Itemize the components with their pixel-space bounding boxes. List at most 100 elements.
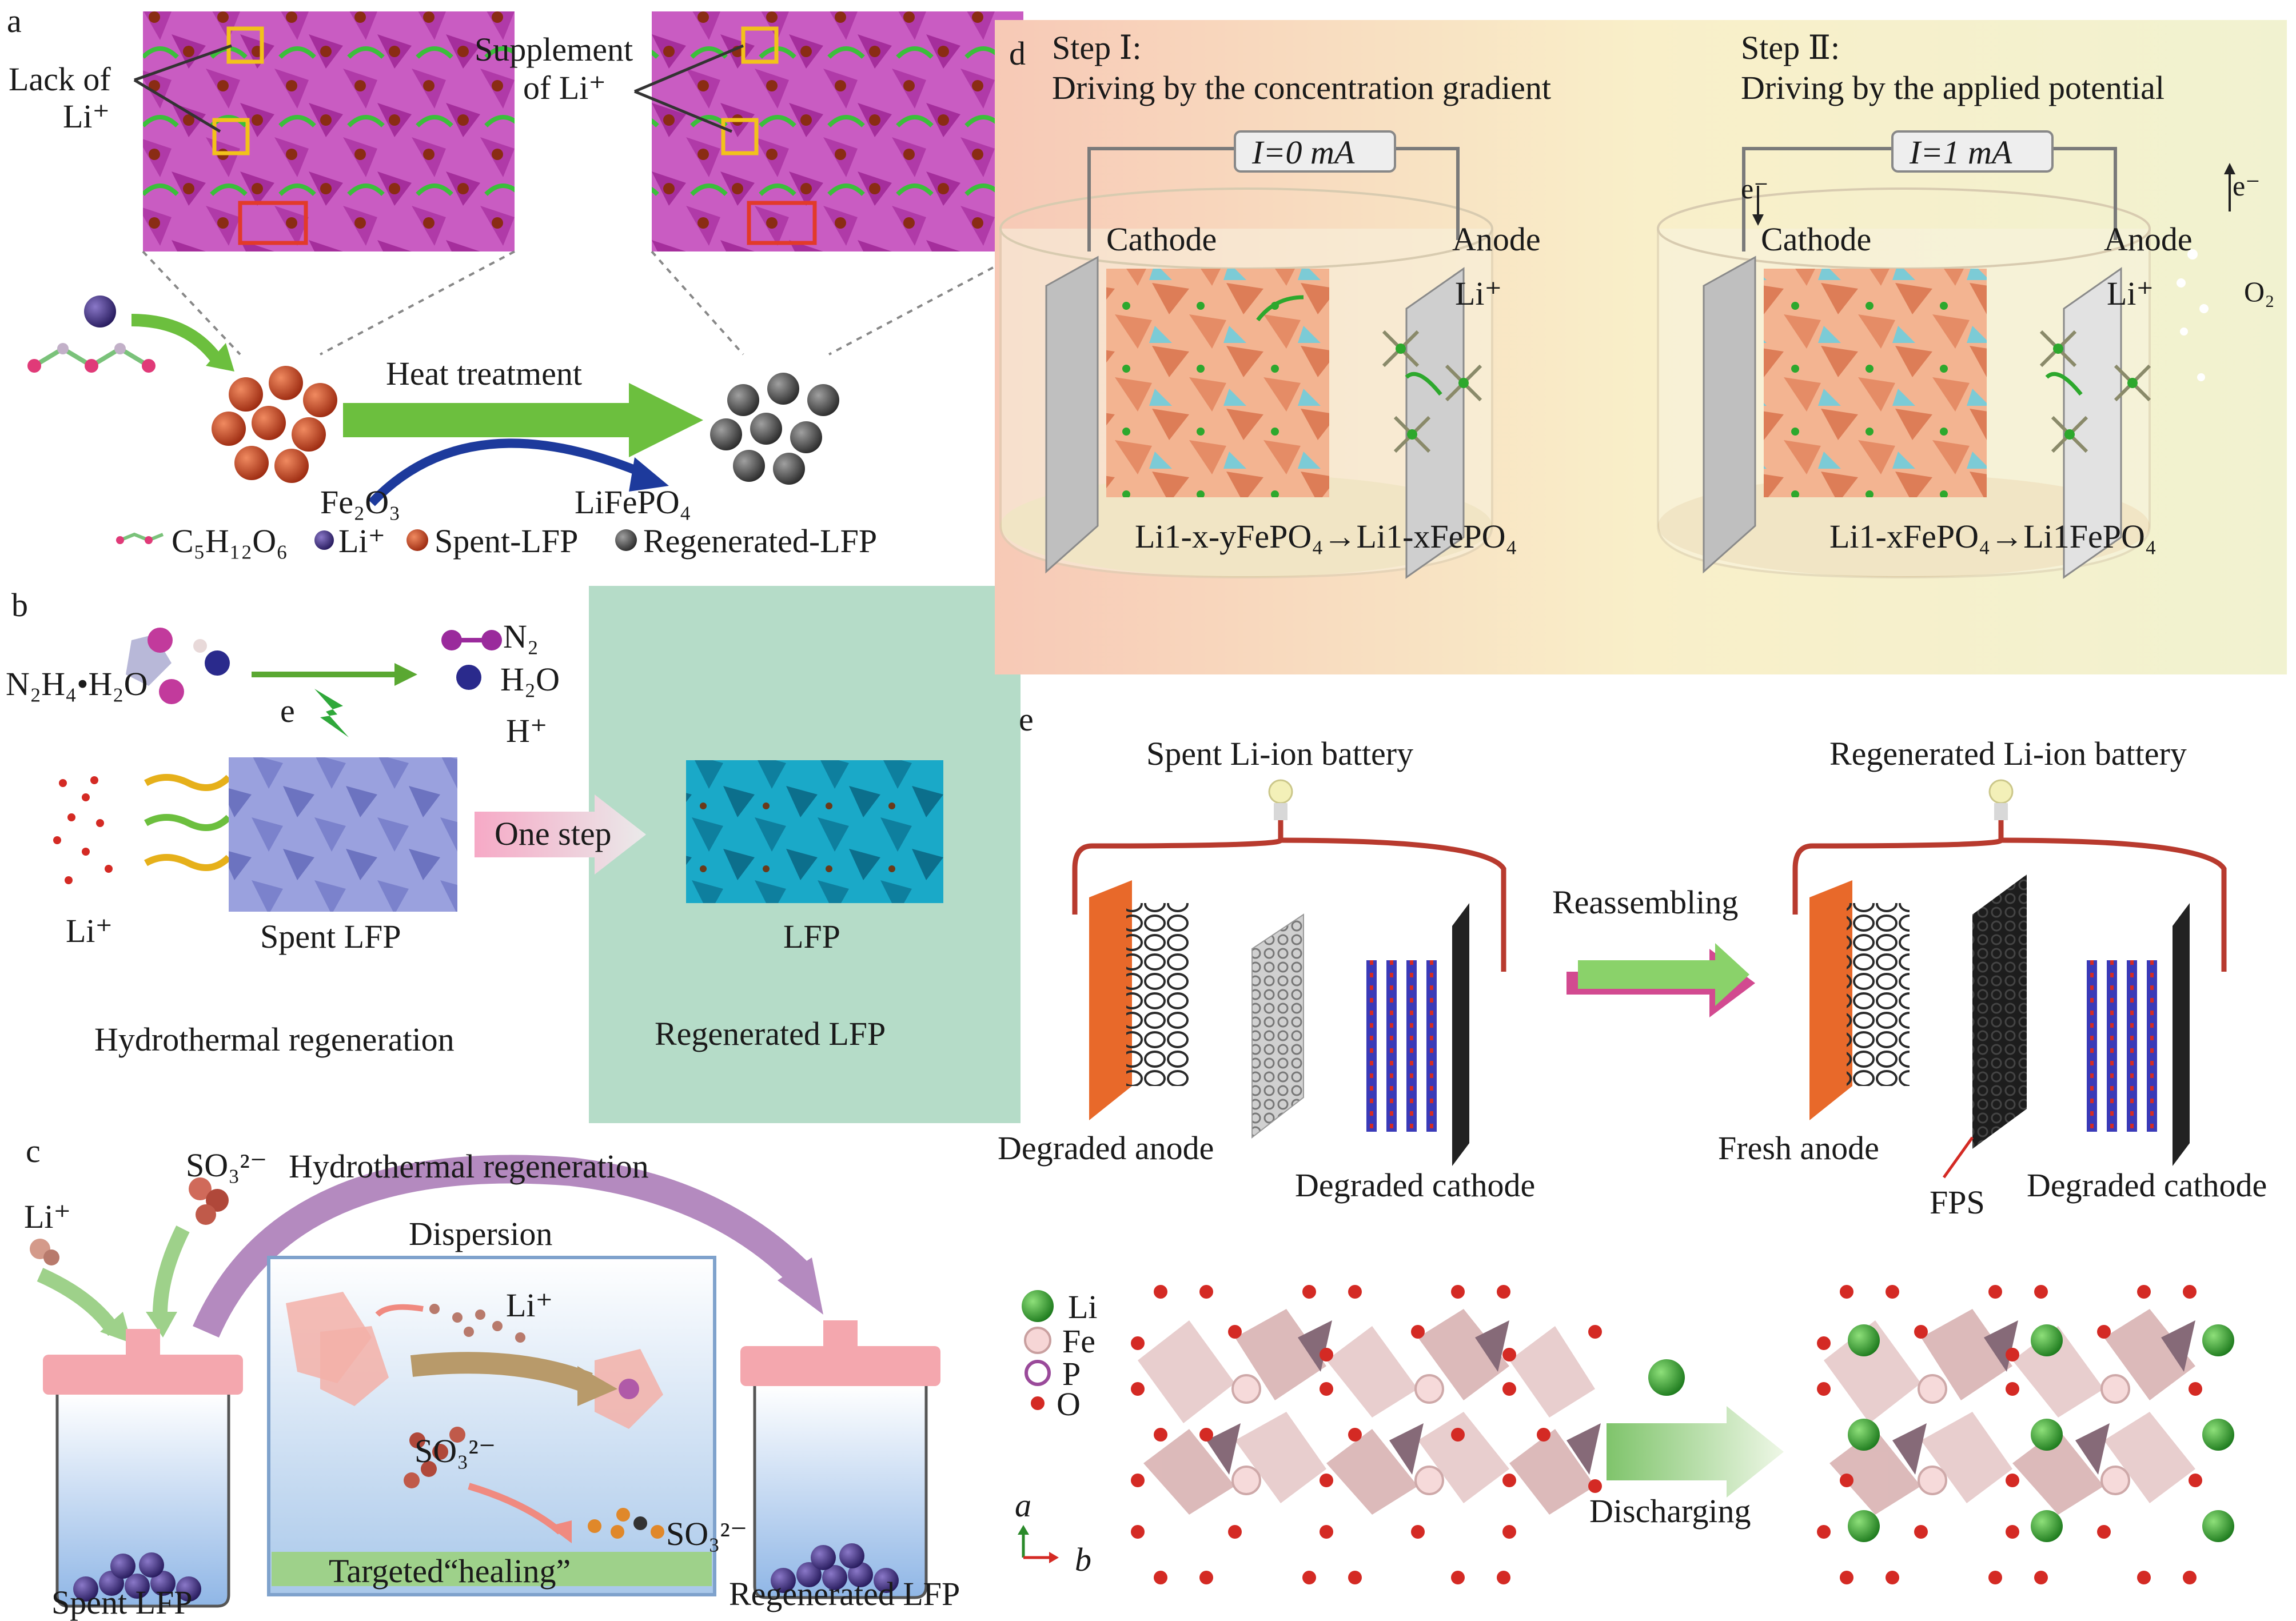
legend-markers-a — [116, 529, 637, 551]
anode-plate-2 — [2063, 267, 2122, 579]
step1-desc: Driving by the concentration gradient — [1052, 69, 1551, 106]
fps-label: FPS — [1930, 1184, 1985, 1221]
electron-label: e — [280, 692, 295, 729]
discharging-label: Discharging — [1589, 1492, 1751, 1530]
so3-label-c: SO₃²⁻ — [186, 1147, 268, 1184]
oxygen-dots-left — [1131, 1285, 1602, 1584]
dispersion-label: Dispersion — [409, 1215, 553, 1252]
supplement-label-1: Supplement — [475, 31, 633, 68]
li-atoms-right — [1848, 1324, 2234, 1542]
beaker-lid-left — [43, 1355, 243, 1395]
anode-label-1: Anode — [1452, 221, 1541, 258]
degraded-anode-plate — [1089, 880, 1132, 1120]
one-step-label: One step — [495, 815, 612, 852]
li-plus-label-c: Li⁺ — [24, 1198, 71, 1235]
lack-of-li-label-2: Li⁺ — [63, 98, 110, 135]
regenerated-lfp-label-c: Regenerated LFP — [729, 1575, 960, 1612]
legend-regenerated: Regenerated-LFP — [643, 522, 878, 560]
reaction-label-1: Li1-x-yFePO₄→Li1-xFePO₄ — [1135, 518, 1517, 555]
legend-p-label: P — [1062, 1355, 1081, 1392]
reassembling-label: Reassembling — [1552, 884, 1739, 921]
li-plus-label-b: Li⁺ — [66, 912, 113, 949]
spent-lfp-label-b: Spent LFP — [260, 918, 401, 955]
crystal-spent — [1138, 1309, 1601, 1515]
step1-title: Step Ⅰ: — [1052, 29, 1142, 66]
so3-inner-label-2: SO₃²⁻ — [666, 1515, 748, 1552]
heat-treatment-arrow — [343, 383, 703, 457]
lfp-crystal-2 — [1764, 269, 1987, 497]
so3-inner-label: SO₃²⁻ — [414, 1432, 496, 1470]
li-plus-label-d1: Li⁺ — [1455, 275, 1502, 312]
spent-lfp-spheres — [212, 366, 337, 483]
crystal-lacking-li — [143, 11, 515, 251]
cathode-plate-1 — [1045, 255, 1099, 574]
panel-b-graphics — [53, 586, 1021, 1123]
hydrothermal-label-c: Hydrothermal regeneration — [289, 1148, 649, 1185]
panel-e-battery-graphics — [1072, 779, 2227, 1179]
current-box-2 — [1891, 130, 2054, 173]
spent-lfp-particles — [73, 1552, 201, 1602]
reactant-label: N₂H₄•H₂O — [6, 665, 148, 702]
axis-a-label: a — [1015, 1487, 1031, 1524]
fe2o3-label: Fe₂O₃ — [320, 484, 401, 521]
regenerated-lfp-particles — [771, 1543, 899, 1593]
lifepo4-label: LiFePO₄ — [575, 484, 691, 521]
dispersion-arc — [193, 1155, 811, 1338]
hydrothermal-label-b: Hydrothermal regeneration — [94, 1021, 455, 1058]
legend-o-label: O — [1057, 1386, 1081, 1423]
li-atom-insert — [1648, 1359, 1685, 1396]
cathode-plate-2 — [1703, 255, 1756, 574]
discharging-arrow — [1607, 1406, 1784, 1498]
anode-label-2: Anode — [2104, 221, 2193, 258]
targeted-healing-bar — [272, 1552, 712, 1586]
legend-spent: Spent-LFP — [435, 522, 579, 560]
e-minus-label-1: e⁻ — [1741, 173, 1769, 205]
current-label-2: I=1 mA — [1910, 134, 2012, 171]
separator-mesh — [1251, 913, 1304, 1139]
legend-li-label: Li — [1068, 1288, 1098, 1325]
regenerated-lfp-label-b: Regenerated LFP — [655, 1015, 886, 1052]
spent-battery-label: Spent Li-ion battery — [1146, 735, 1414, 772]
panel-d-letter: d — [1009, 35, 1026, 72]
li-dots-b — [53, 776, 113, 884]
legend-c5h12o6: C₅H₁₂O₆ — [172, 522, 288, 560]
axis-b-label: b — [1075, 1541, 1091, 1578]
current-label-1: I=0 mA — [1252, 134, 1355, 171]
spent-lfp-label-c: Spent LFP — [51, 1584, 193, 1621]
o2-label: O₂ — [2244, 276, 2275, 308]
regenerated-battery-label: Regenerated Li-ion battery — [1829, 735, 2187, 772]
heat-treatment-label: Heat treatment — [386, 355, 582, 392]
spent-lfp-crystal — [229, 757, 457, 912]
h2o-label: H₂O — [500, 661, 560, 698]
regenerated-lfp-crystal — [686, 760, 943, 903]
h-plus-label: H⁺ — [506, 712, 548, 749]
step2-desc: Driving by the applied potential — [1741, 69, 2165, 106]
step2-title: Step Ⅱ: — [1741, 29, 1840, 66]
fresh-anode-label: Fresh anode — [1718, 1129, 1879, 1167]
supplement-label-2: of Li⁺ — [523, 69, 606, 106]
panel-d-graphics — [995, 20, 2287, 674]
panel-c-graphics — [30, 1155, 940, 1608]
degraded-cathode-label-1: Degraded cathode — [1295, 1167, 1536, 1204]
regenerated-lfp-spheres — [710, 373, 839, 485]
degraded-cathode-stack-2 — [2087, 960, 2157, 1132]
n2-label: N₂ — [503, 618, 539, 655]
lfp-label: LFP — [783, 918, 840, 955]
panel-e-crystal-graphics — [1018, 1285, 2234, 1584]
panel-c-letter: c — [26, 1132, 41, 1169]
e-minus-label-2: e⁻ — [2233, 170, 2261, 202]
cathode-label-1: Cathode — [1106, 221, 1217, 258]
panel-a-graphics — [27, 11, 1024, 551]
cathode-label-2: Cathode — [1761, 221, 1872, 258]
degraded-cathode-stack-1 — [1366, 960, 1437, 1132]
anode-plate-1 — [1405, 267, 1465, 579]
fps-sheet — [1972, 875, 2027, 1149]
panel-e-letter: e — [1019, 701, 1034, 738]
li-plus-inner-label: Li⁺ — [506, 1287, 553, 1324]
lfp-crystal-1 — [1106, 269, 1329, 497]
current-box-1 — [1234, 130, 1396, 173]
panel-b-letter: b — [11, 586, 28, 624]
one-step-arrow — [475, 794, 646, 875]
legend-li: Li⁺ — [338, 522, 386, 560]
